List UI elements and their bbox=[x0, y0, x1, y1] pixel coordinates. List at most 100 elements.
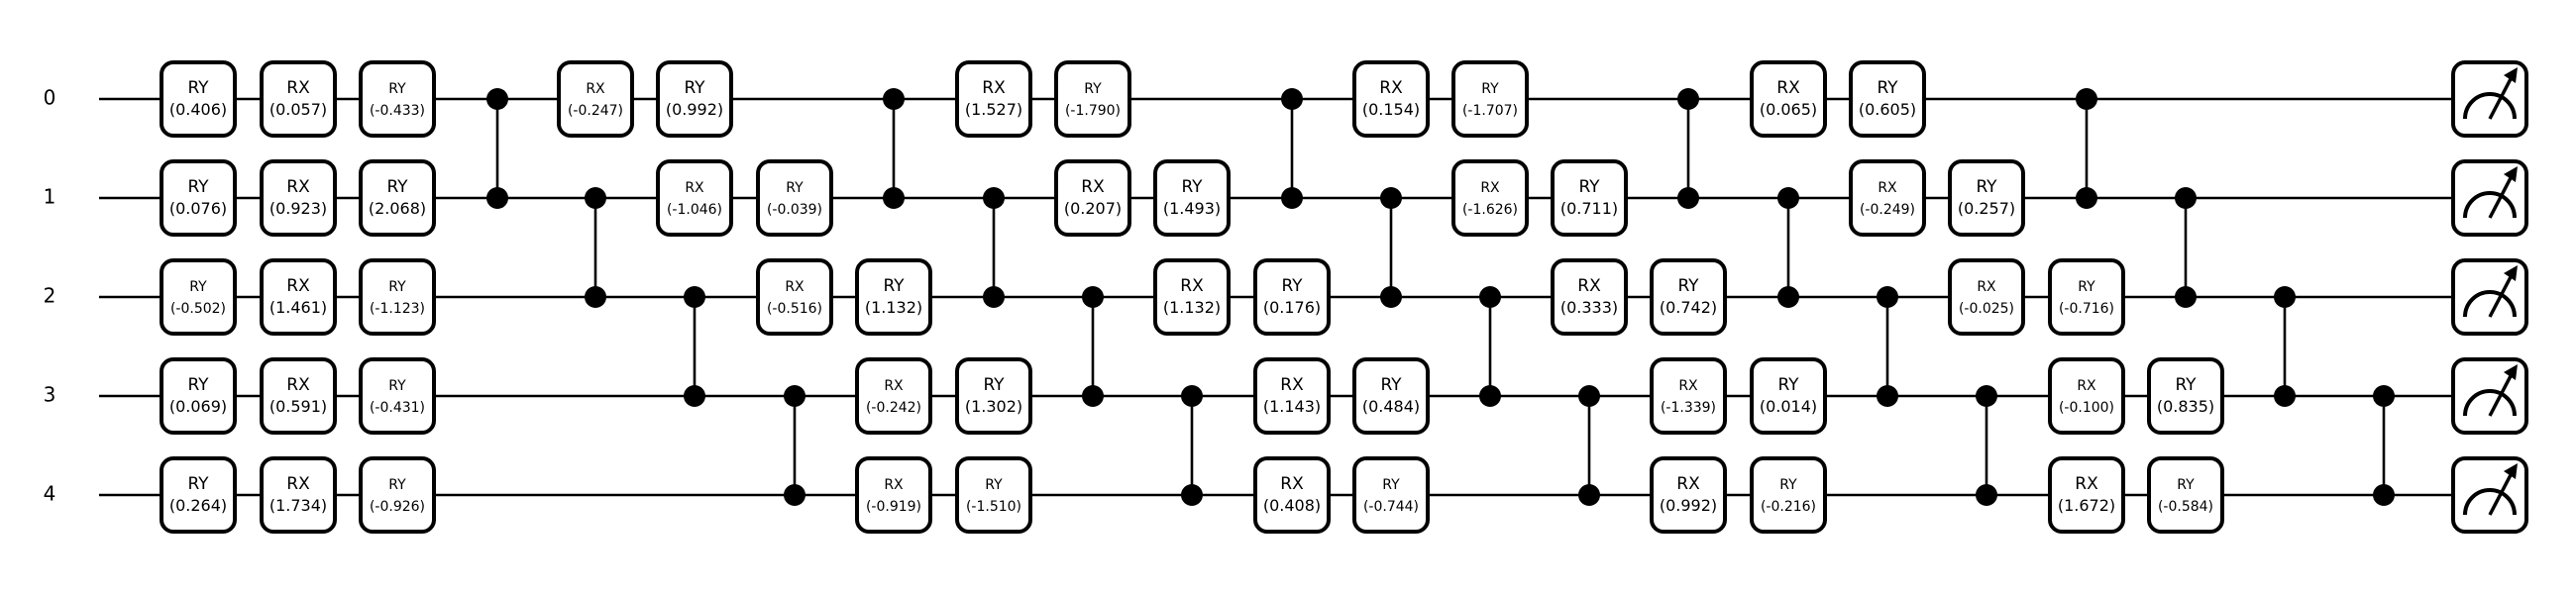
gate-box bbox=[359, 159, 436, 237]
gate-name: RX bbox=[1878, 180, 1897, 196]
gate-param: (0.605) bbox=[1859, 100, 1916, 119]
gate-box bbox=[160, 258, 237, 336]
gate-param: (-1.626) bbox=[1462, 202, 1518, 218]
gate-rx-q3: RX(0.591) bbox=[260, 357, 337, 435]
measure-icon bbox=[2451, 357, 2528, 435]
gate-box bbox=[359, 60, 436, 138]
gate-rx-q4: RX(0.992) bbox=[1650, 456, 1727, 534]
gate-param: (0.992) bbox=[666, 100, 723, 119]
control-dot bbox=[2373, 484, 2395, 506]
gate-param: (0.065) bbox=[1760, 100, 1817, 119]
gate-name: RY bbox=[985, 477, 1003, 493]
gate-param: (1.672) bbox=[2058, 496, 2115, 515]
gate-box bbox=[756, 258, 833, 336]
gate-param: (-0.584) bbox=[2158, 499, 2213, 515]
gate-box bbox=[260, 159, 337, 237]
gate-param: (1.302) bbox=[965, 397, 1022, 416]
gate-name: RX bbox=[1977, 279, 1996, 295]
control-dot bbox=[486, 88, 508, 110]
gate-name: RX bbox=[1280, 474, 1304, 494]
gate-name: RY bbox=[1281, 276, 1303, 296]
gate-param: (-0.744) bbox=[1363, 499, 1419, 515]
control-dot bbox=[1281, 187, 1303, 209]
gate-ry-q4: RY(0.264) bbox=[160, 456, 237, 534]
gate-name: RY bbox=[684, 78, 705, 98]
gate-name: RY bbox=[2078, 279, 2095, 295]
qubit-label-4: 4 bbox=[44, 482, 56, 506]
measure-icon bbox=[2451, 258, 2528, 336]
gate-param: (0.076) bbox=[169, 199, 227, 218]
gate-param: (0.835) bbox=[2157, 397, 2214, 416]
gate-name: RX bbox=[1180, 276, 1204, 296]
gate-param: (-0.039) bbox=[767, 202, 822, 218]
gate-param: (-0.516) bbox=[767, 301, 822, 317]
control-dot bbox=[1479, 385, 1501, 407]
gate-ry-q1: RY(1.493) bbox=[1153, 159, 1231, 237]
gate-name: RX bbox=[785, 279, 805, 295]
gate-ry-q2: RY (0.176) bbox=[1253, 258, 1331, 336]
gate-rx-q0: RX(1.527) bbox=[955, 60, 1032, 138]
qubit-label-3: 3 bbox=[44, 383, 56, 407]
control-dot bbox=[1380, 286, 1402, 308]
control-dot bbox=[983, 187, 1005, 209]
gate-box bbox=[1054, 159, 1131, 237]
gate-box bbox=[1650, 456, 1727, 534]
gate-box bbox=[1551, 159, 1628, 237]
gate-ry-q4: RY (-0.744) bbox=[1352, 456, 1430, 534]
gate-name: RY bbox=[187, 474, 209, 494]
gate-box bbox=[1750, 357, 1827, 435]
gate-param: (-1.707) bbox=[1462, 103, 1518, 119]
gate-name: RY bbox=[187, 78, 209, 98]
gate-name: RX bbox=[286, 375, 310, 395]
gate-param: (-1.339) bbox=[1661, 400, 1716, 416]
gate-ry-q2: RY(-0.502) bbox=[160, 258, 237, 336]
gate-name: RX bbox=[1776, 78, 1800, 98]
gate-param: (0.923) bbox=[269, 199, 327, 218]
gate-box bbox=[1352, 60, 1430, 138]
control-dot bbox=[1976, 484, 1997, 506]
control-dot bbox=[2076, 187, 2097, 209]
control-dot bbox=[684, 385, 705, 407]
gate-box bbox=[955, 456, 1032, 534]
gate-name: RX bbox=[1676, 474, 1700, 494]
gate-rx-q1: RX(0.923) bbox=[260, 159, 337, 237]
control-dot bbox=[1677, 187, 1699, 209]
gate-name: RY bbox=[187, 177, 209, 197]
control-dot bbox=[1877, 286, 1898, 308]
gate-box bbox=[260, 258, 337, 336]
gate-name: RY bbox=[187, 375, 209, 395]
gate-name: RY bbox=[388, 378, 406, 394]
gate-box bbox=[756, 159, 833, 237]
gate-box bbox=[955, 60, 1032, 138]
gate-box bbox=[1750, 456, 1827, 534]
gate-box bbox=[1551, 258, 1628, 336]
gate-rx-q3: RX(-0.242) bbox=[855, 357, 932, 435]
gate-param: (0.176) bbox=[1263, 298, 1321, 317]
gate-rx-q0: RX (0.065) bbox=[1750, 60, 1827, 138]
gate-box bbox=[1849, 60, 1926, 138]
gate-param: (1.493) bbox=[1163, 199, 1221, 218]
gate-box bbox=[2048, 258, 2125, 336]
gate-ry-q3: RY(0.835) bbox=[2147, 357, 2224, 435]
gate-box bbox=[260, 60, 337, 138]
gate-name: RY bbox=[388, 279, 406, 295]
control-dot bbox=[2274, 385, 2296, 407]
gate-name: RY bbox=[2177, 477, 2195, 493]
control-dot bbox=[883, 187, 905, 209]
gate-box bbox=[359, 357, 436, 435]
gate-ry-q3: RY(1.302) bbox=[955, 357, 1032, 435]
gate-name: RY bbox=[1382, 477, 1400, 493]
gate-name: RX bbox=[1379, 78, 1403, 98]
gate-box bbox=[1948, 258, 2025, 336]
gate-param: (0.257) bbox=[1958, 199, 2015, 218]
gate-ry-q0: RY(0.406) bbox=[160, 60, 237, 138]
gate-param: (0.484) bbox=[1362, 397, 1420, 416]
gate-rx-q2: RX(0.333) bbox=[1551, 258, 1628, 336]
gate-param: (1.527) bbox=[965, 100, 1022, 119]
gate-ry-q1: RY(-0.039) bbox=[756, 159, 833, 237]
gate-ry-q1: RY(0.257) bbox=[1948, 159, 2025, 237]
gate-param: (0.154) bbox=[1362, 100, 1420, 119]
gate-name: RX bbox=[1480, 180, 1500, 196]
gate-ry-q2: RY(-0.716) bbox=[2048, 258, 2125, 336]
gate-name: RX bbox=[286, 276, 310, 296]
